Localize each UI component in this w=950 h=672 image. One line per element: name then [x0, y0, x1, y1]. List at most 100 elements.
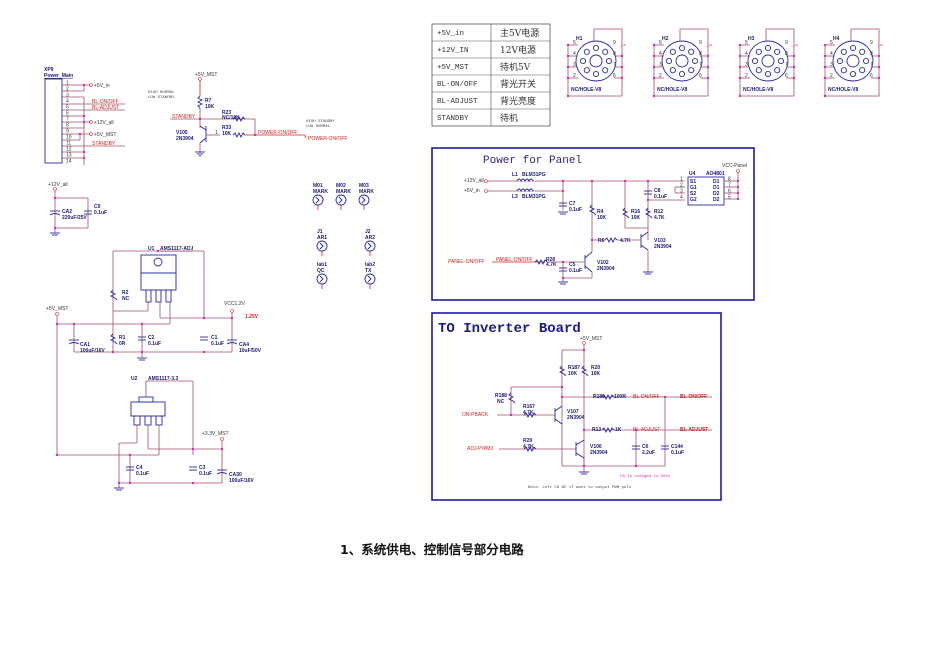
pin-number: 5: [66, 105, 69, 111]
pin-number: 4: [573, 51, 576, 57]
pin-number: 2: [830, 73, 833, 79]
pin-number: 2: [680, 183, 683, 189]
hole-outline: [747, 40, 789, 82]
part-value: 0.1uF: [94, 210, 107, 216]
part-value: 4.7K: [654, 215, 665, 221]
pin-number: 5: [573, 40, 576, 46]
part-ref: C3: [199, 465, 206, 471]
port-label[interactable]: ADJ-PWM3: [467, 446, 493, 452]
hole-outline: [575, 40, 617, 82]
part-value: 2N3904: [654, 244, 672, 250]
regulator-u2: U2 AMS1117-3.3 +3.3V_MST C4 0.1uF C3 0.1…: [55, 376, 254, 491]
part-value: 100R: [614, 394, 626, 400]
port-label[interactable]: PANEL-ON/OFF: [448, 259, 485, 265]
pin-number: 2: [573, 73, 576, 79]
part-ref: V105: [176, 130, 188, 136]
net-label: POWER-ON/OFF: [258, 130, 297, 136]
part-value: BLM31PG: [522, 194, 546, 200]
pin-number: 9: [66, 129, 69, 135]
pin-number: 6: [870, 73, 873, 79]
part-value: 10K: [205, 104, 215, 110]
part-value: AO4801: [706, 171, 725, 177]
part-value: QC: [317, 268, 325, 274]
part-ref: L3: [512, 194, 518, 200]
pin-number: 4: [680, 195, 683, 201]
part-value: 0R: [119, 341, 126, 347]
part-ref: M01: [313, 183, 323, 189]
part-ref: R13: [592, 427, 601, 433]
net-label: BL-ON/OFF: [633, 394, 660, 400]
pin-number: 7: [728, 183, 731, 189]
pin-name: D1: [713, 179, 720, 185]
pin-number: 8: [66, 123, 69, 129]
pin-number: 7: [613, 62, 616, 68]
pin-number: 3: [830, 62, 833, 68]
pin-number: 4: [66, 99, 69, 105]
pin-name: G2: [690, 197, 697, 203]
part-ref: C7: [569, 201, 576, 207]
table-desc: 背光亮度: [500, 95, 536, 107]
part-value: NC/10K: [222, 115, 240, 121]
part-value: 10K: [597, 215, 607, 221]
pin-number: 7: [66, 117, 69, 123]
part-value: NC/HOLE-V8: [828, 87, 859, 93]
pin-number: 3: [680, 189, 683, 195]
table-desc: 背光开关: [500, 78, 536, 90]
part-value: MARK: [336, 189, 351, 195]
port-label[interactable]: ON-PBACK: [462, 412, 489, 418]
pin-number: 9: [785, 40, 788, 46]
part-value: BLM31PG: [522, 172, 546, 178]
pin-name: S2: [690, 191, 696, 197]
part-value: 4.7K: [620, 238, 631, 244]
pin-number: 6: [66, 111, 69, 117]
pin-number: 7: [870, 62, 873, 68]
part-value: MARK: [359, 189, 374, 195]
part-ref: C9: [94, 204, 101, 210]
pin-number: 7: [785, 62, 788, 68]
part-value: 10K: [631, 215, 641, 221]
panel-frame: [431, 147, 755, 301]
part-value: 2N3904: [590, 450, 608, 456]
inverter-board: TO Inverter Board +5V_MST R187 10K R20 1…: [431, 312, 722, 501]
pin-number: 3: [659, 62, 662, 68]
part-value: 4.7K: [523, 410, 534, 416]
part-ref: R29: [523, 438, 532, 444]
part-ref: R189: [593, 394, 605, 400]
table-desc: 待机: [500, 112, 518, 124]
output-net-label: BL-ADJUST: [680, 427, 708, 433]
part-value: 4.7K: [546, 262, 557, 268]
pin-name: G1: [690, 185, 697, 191]
pin-number: 13: [66, 153, 72, 159]
pin-number: 3: [745, 62, 748, 68]
part-ref: L1: [512, 172, 518, 178]
pin-name: D2: [713, 197, 720, 203]
part-ref: V107: [567, 409, 579, 415]
hole-outline: [832, 40, 874, 82]
net-label: +3.3V_MST: [202, 431, 229, 437]
part-ref: C144: [671, 444, 683, 450]
port-label[interactable]: POWER-ON/OFF: [308, 136, 347, 142]
pin-number: 5: [745, 40, 748, 46]
part-value: 2.2uF: [642, 450, 655, 456]
standby-circuit: +5V_MST HIGH NORMAL LOW STANDBY R7 10K S…: [148, 72, 347, 157]
part-value: 0.1uF: [211, 341, 224, 347]
part-value: TX: [365, 268, 372, 274]
part-value: NC: [497, 399, 505, 405]
part-ref: CA1: [80, 342, 90, 348]
net-label: +5V_in: [464, 188, 480, 194]
power-for-panel: Power for Panel +12V_all +5V_in L1 BLM31…: [431, 147, 755, 301]
part-ref: H4: [833, 36, 840, 42]
part-ref: C4: [136, 465, 143, 471]
part-value: 0.1uF: [654, 194, 667, 200]
pin-number: 12: [66, 147, 72, 153]
part-value: 0.1uF: [569, 268, 582, 274]
svg-text:→×: →×: [704, 43, 712, 49]
net-label: STANDBY: [92, 141, 116, 147]
part-ref: R6: [598, 238, 605, 244]
